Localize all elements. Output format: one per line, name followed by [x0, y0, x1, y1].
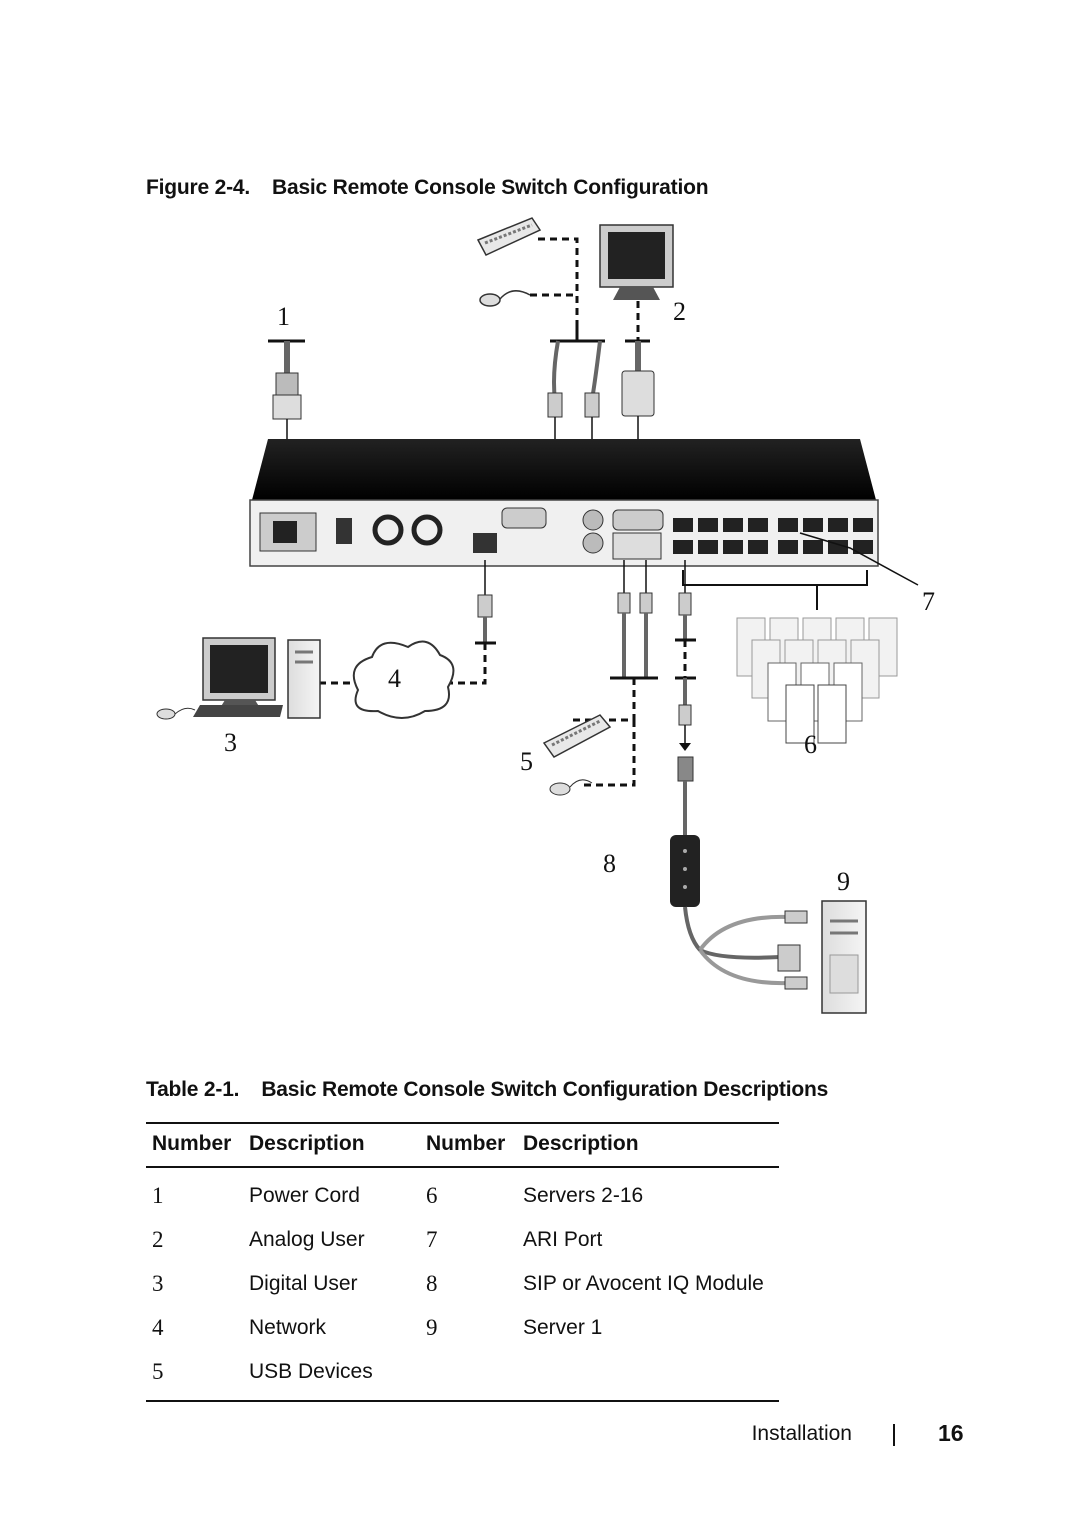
analog-monitor — [599, 224, 674, 300]
server-1 — [821, 900, 867, 1014]
callout-1: 1 — [277, 302, 290, 331]
table-title: Basic Remote Console Switch Configuratio… — [261, 1078, 829, 1101]
callout-4: 4 — [388, 664, 401, 693]
digital-user-workstation — [156, 637, 321, 720]
row-number: 3 — [152, 1271, 164, 1296]
analog-keyboard — [476, 217, 542, 256]
table-row: 4 Network 9 Server 1 — [146, 1306, 779, 1350]
page-number: 16 — [938, 1420, 964, 1446]
table-header-row: Number Description Number Description — [146, 1122, 779, 1168]
header-description: Description — [517, 1122, 779, 1168]
sip-module — [670, 835, 700, 907]
row-number: 1 — [152, 1183, 164, 1208]
figure-title: Basic Remote Console Switch Configuratio… — [272, 176, 709, 199]
usb-mouse — [549, 779, 593, 796]
page-footer: Installation 16 — [0, 1420, 1080, 1452]
row-description: USB Devices — [243, 1350, 420, 1402]
footer-separator — [893, 1424, 895, 1446]
row-description: ARI Port — [523, 1228, 603, 1251]
callout-2: 2 — [673, 297, 686, 326]
callout-8: 8 — [603, 849, 616, 878]
row-description: Network — [249, 1316, 327, 1339]
servers-2-16 — [736, 617, 898, 744]
row-description: Servers 2-16 — [523, 1184, 644, 1207]
figure-label: Figure 2-4. — [146, 176, 250, 199]
header-description: Description — [243, 1122, 420, 1168]
callout-3: 3 — [224, 728, 237, 757]
row-number: 6 — [426, 1183, 438, 1208]
table-row: 2 Analog User 7 ARI Port — [146, 1218, 779, 1262]
usb-keyboard — [542, 714, 612, 758]
figure-caption: Figure 2-4. Basic Remote Console Switch C… — [146, 176, 709, 200]
table-caption: Table 2-1. Basic Remote Console Switch Co… — [146, 1078, 828, 1102]
row-number: 7 — [426, 1227, 438, 1252]
footer-section: Installation — [751, 1422, 852, 1445]
row-description: SIP or Avocent IQ Module — [523, 1272, 764, 1295]
callout-5: 5 — [520, 747, 533, 776]
analog-mouse — [479, 290, 531, 307]
row-number: 9 — [426, 1315, 438, 1340]
table-row: 1 Power Cord 6 Servers 2-16 — [146, 1167, 779, 1218]
callout-9: 9 — [837, 867, 850, 896]
row-number: 5 — [146, 1350, 243, 1402]
row-number: 4 — [152, 1315, 164, 1340]
network-cloud — [352, 640, 455, 719]
row-description: Analog User — [249, 1228, 365, 1251]
row-number: 2 — [152, 1227, 164, 1252]
table-row: 5 USB Devices — [146, 1350, 779, 1402]
row-number — [420, 1350, 517, 1402]
callout-7: 7 — [922, 587, 935, 616]
console-switch — [249, 439, 879, 567]
table-row: 3 Digital User 8 SIP or Avocent IQ Modul… — [146, 1262, 779, 1306]
row-description: Digital User — [249, 1272, 358, 1295]
configuration-diagram: 1 2 3 4 5 6 7 8 9 — [156, 217, 935, 1014]
row-description — [517, 1350, 779, 1402]
row-number: 8 — [426, 1271, 438, 1296]
row-description: Server 1 — [523, 1316, 603, 1339]
row-description: Power Cord — [249, 1184, 360, 1207]
callout-6: 6 — [804, 730, 817, 759]
header-number: Number — [146, 1122, 243, 1168]
header-number: Number — [420, 1122, 517, 1168]
description-table: Number Description Number Description 1 … — [146, 1122, 779, 1402]
table-label: Table 2-1. — [146, 1078, 240, 1101]
